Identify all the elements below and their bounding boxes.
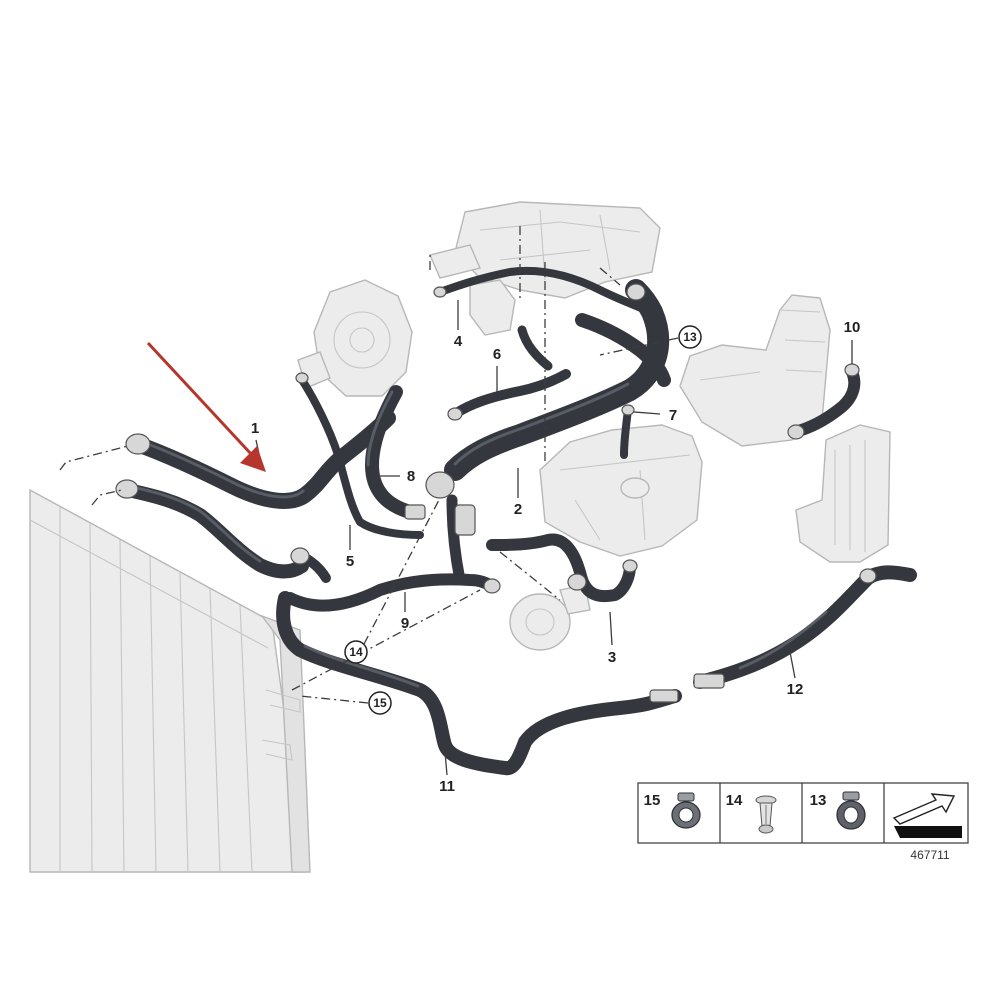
callout-9: 9 (401, 615, 409, 632)
legend-item-13: 13 (810, 791, 866, 830)
oil-filter-housing (679, 294, 831, 447)
auxiliary-water-pump (509, 584, 591, 651)
radiator (29, 488, 311, 873)
parts-legend: 15 14 13 (637, 782, 969, 844)
callout-1: 1 (251, 420, 259, 437)
hose-1 (132, 410, 396, 509)
callout-7: 7 (669, 407, 677, 424)
water-pump-housing (297, 279, 413, 397)
hose-thermostat-drop (446, 494, 466, 586)
legend-item-13-number: 13 (810, 792, 827, 809)
circled-callout-13-label: 13 (683, 330, 697, 344)
callout-8: 8 (407, 468, 415, 485)
circled-callout-13: 13 (678, 325, 702, 349)
callout-2: 2 (514, 501, 522, 518)
hose-clamp-icon (836, 791, 866, 830)
hose-6 (450, 325, 571, 419)
hose-upper-branch (575, 313, 671, 387)
callout-12: 12 (787, 681, 804, 698)
thermostat-housing (469, 279, 516, 336)
circled-callouts: 13 14 15 (344, 325, 702, 715)
hose-11 (276, 591, 682, 776)
expansion-tank (539, 424, 703, 557)
circled-callout-14: 14 (344, 640, 368, 664)
callout-10: 10 (844, 319, 861, 336)
oil-cooler (795, 424, 891, 563)
callout-6: 6 (493, 346, 501, 363)
legend-item-14-number: 14 (726, 792, 743, 809)
circled-callout-14-label: 14 (349, 645, 363, 659)
push-rivet-icon (755, 795, 777, 834)
callout-5: 5 (346, 553, 354, 570)
drawing-number: 467711 (910, 848, 949, 862)
legend-item-15-number: 15 (644, 792, 661, 809)
circled-callout-15: 15 (368, 691, 392, 715)
hose-lower-radiator (121, 483, 309, 579)
hose-fittings (115, 283, 877, 703)
circled-callout-15-label: 15 (373, 696, 387, 710)
callout-3: 3 (608, 649, 616, 666)
legend-item-14: 14 (726, 792, 777, 834)
callout-11: 11 (439, 778, 455, 795)
hose-clamp-icon (671, 792, 701, 829)
hose-5 (298, 376, 424, 539)
hose-7 (620, 406, 632, 459)
hose-12 (693, 565, 917, 689)
legend-item-15: 15 (644, 792, 701, 829)
hose-4 (436, 266, 654, 316)
callout-4: 4 (454, 333, 463, 350)
hose-8 (365, 385, 417, 519)
forward-direction-arrow-icon (892, 793, 962, 838)
hose-2 (444, 279, 670, 481)
hose-10 (789, 366, 861, 438)
red-pointer-arrow (146, 341, 266, 472)
callout-labels: 1 2 3 4 5 6 7 8 9 10 11 12 (251, 319, 861, 795)
